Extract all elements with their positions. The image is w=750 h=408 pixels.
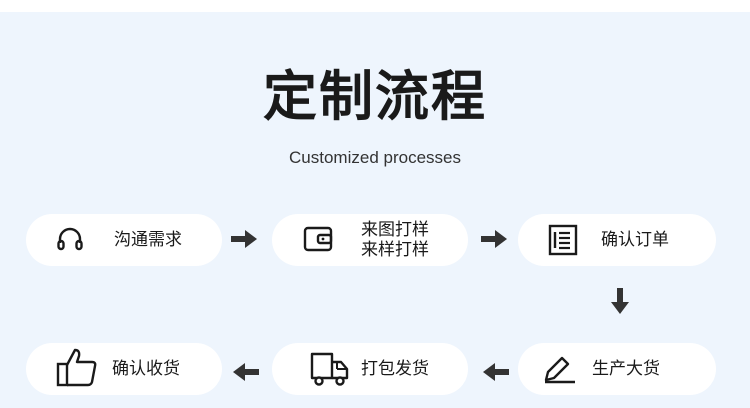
step-sampling: 来图打样 来样打样 [272,214,468,266]
step-confirm-receipt: 确认收货 [26,343,222,395]
thumbs-up-icon [56,348,97,387]
document-list-icon [548,224,578,256]
step-label: 来图打样 来样打样 [361,220,429,260]
arrow-right-icon [481,230,507,248]
delivery-truck-icon [310,352,349,386]
page-subtitle: Customized processes [289,148,461,167]
arrow-left-icon [483,363,509,381]
step-label: 沟通需求 [114,230,182,250]
pencil-icon [544,356,575,384]
step-mass-production: 生产大货 [518,343,716,395]
page-title: 定制流程 [263,65,487,128]
arrow-left-icon [233,363,259,381]
arrow-right-icon [231,230,257,248]
arrow-down-icon [611,288,629,314]
step-label: 打包发货 [361,359,429,379]
headset-icon [57,227,83,251]
wallet-icon [303,226,333,252]
step-label: 确认收货 [112,359,180,379]
step-label: 生产大货 [592,359,660,379]
background-panel [0,12,750,408]
step-communicate: 沟通需求 [26,214,222,266]
step-label: 确认订单 [601,230,669,250]
step-confirm-order: 确认订单 [518,214,716,266]
step-packing-shipping: 打包发货 [272,343,468,395]
